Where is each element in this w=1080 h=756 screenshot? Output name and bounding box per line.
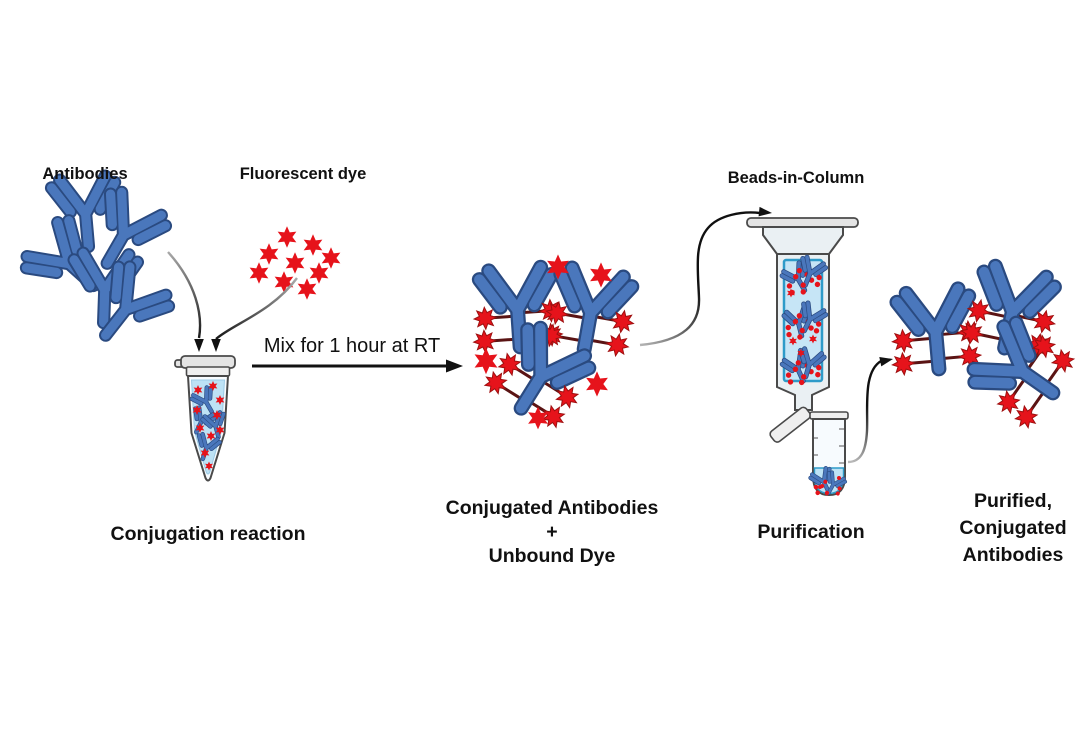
- caption-line: Unbound Dye: [488, 545, 616, 567]
- arrow-tube-to-purified: [847, 354, 894, 464]
- dye-star-icon: [259, 243, 279, 265]
- dye-star-icon: [249, 262, 269, 284]
- caption-line: +: [546, 521, 558, 543]
- caption-line: Purified,: [973, 490, 1052, 512]
- collection-tube-rim: [809, 411, 849, 420]
- conjugated-antibodies-caption: Conjugated Antibodies + Unbound Dye: [446, 496, 659, 568]
- dye-star-icon: [309, 262, 329, 284]
- mix-arrow: [252, 359, 463, 373]
- caption-line: Conjugated Antibodies: [445, 497, 659, 519]
- dye-star-icon: [303, 234, 323, 256]
- tube-rim: [185, 366, 231, 377]
- conjugation-reaction-caption: Conjugation reaction: [110, 523, 306, 545]
- purified-antibody-cluster: [886, 262, 1080, 432]
- caption-line: Antibodies: [962, 544, 1064, 566]
- caption-line: Conjugated: [959, 517, 1067, 539]
- arrow-antibodies-to-tube: [167, 251, 204, 352]
- dye-star-icon: [277, 226, 297, 248]
- spin-column-icon: [746, 217, 859, 411]
- column-funnel: [762, 226, 844, 255]
- arrow-dye-to-tube: [211, 277, 298, 352]
- dye-star-icon: [297, 278, 317, 300]
- column-lid: [746, 217, 859, 228]
- arrow-mixture-to-column: [639, 206, 773, 347]
- purified-antibodies-caption: Purified, Conjugated Antibodies: [959, 488, 1066, 569]
- fluorescent-dye-label: Fluorescent dye: [239, 165, 367, 183]
- purified-conjugated-antibody-icon: [963, 312, 1080, 432]
- unbound-dye-star-icon: [474, 347, 498, 375]
- antibodies-label: Antibodies: [42, 165, 128, 183]
- collection-tube-lid: [769, 406, 812, 443]
- microcentrifuge-tube-icon: [174, 355, 236, 482]
- dye-star-icon: [274, 271, 294, 293]
- dye-cluster: [249, 226, 341, 300]
- dye-star-icon: [321, 247, 341, 269]
- conjugated-mixture-cluster: [469, 254, 641, 434]
- collection-tube-icon: [769, 406, 849, 500]
- mix-duration-label: Mix for 1 hour at RT: [263, 335, 441, 357]
- dye-star-icon: [285, 252, 305, 274]
- purification-caption: Purification: [757, 521, 865, 543]
- antibody-cluster: [21, 175, 173, 354]
- beads-in-column-label: Beads-in-Column: [727, 169, 865, 187]
